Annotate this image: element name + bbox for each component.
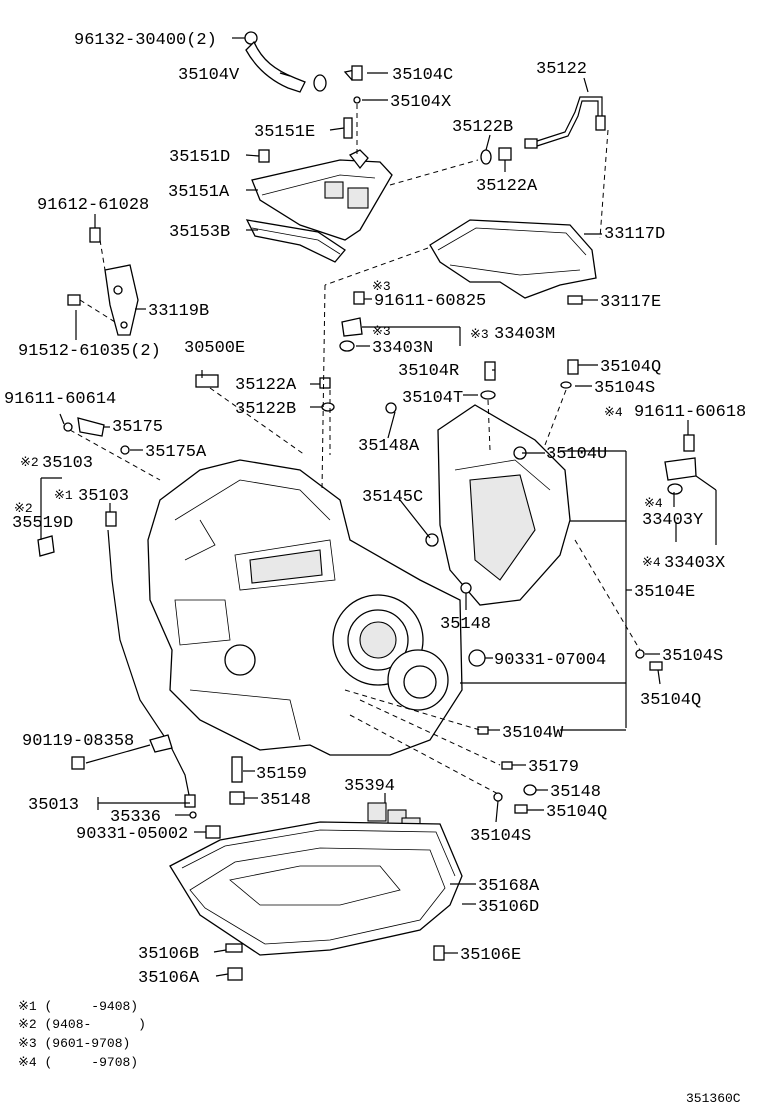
footnote-1: ※1 ( -9408) xyxy=(18,999,138,1014)
part-labels: 96132-30400(2) 35104V 35104C 35104X 3512… xyxy=(4,31,746,988)
mark-3b: ※3 xyxy=(372,324,391,339)
footnote-4: ※4 ( -9708) xyxy=(18,1055,138,1070)
footnotes: ※1 ( -9408) ※2 (9408- ) ※3 (9601-9708) ※… xyxy=(18,999,146,1070)
label-35106B: 35106B xyxy=(138,945,199,964)
label-35151A: 35151A xyxy=(168,183,230,202)
label-35104Q-mid: 35104Q xyxy=(640,691,701,710)
label-91611-60825: 91611-60825 xyxy=(374,292,486,311)
label-35104S-low: 35104S xyxy=(470,827,531,846)
label-35106E: 35106E xyxy=(460,946,521,965)
label-35153B: 35153B xyxy=(169,223,230,242)
label-35106A: 35106A xyxy=(138,969,200,988)
label-35122A-top: 35122A xyxy=(476,177,538,196)
label-35175: 35175 xyxy=(112,418,163,437)
parts-33403 xyxy=(339,317,697,495)
leader-lines xyxy=(40,37,717,977)
label-33117E: 33117E xyxy=(600,293,661,312)
mark-1a: ※1 xyxy=(54,488,73,503)
small-parts-right xyxy=(468,649,663,814)
label-35122B-mid: 35122B xyxy=(235,400,296,419)
label-35179: 35179 xyxy=(528,758,579,777)
mark-4b: ※4 xyxy=(644,496,663,511)
label-35151E: 35151E xyxy=(254,123,315,142)
label-35104W: 35104W xyxy=(502,724,564,743)
label-90331-07004: 90331-07004 xyxy=(494,651,606,670)
label-35103-a: 35103 xyxy=(42,454,93,473)
label-35175A: 35175A xyxy=(145,443,207,462)
label-35394: 35394 xyxy=(344,777,395,796)
label-35148-mid: 35148 xyxy=(440,615,491,634)
label-30500E: 30500E xyxy=(184,339,245,358)
label-35106D: 35106D xyxy=(478,898,539,917)
label-35104Q-low: 35104Q xyxy=(546,803,607,822)
label-35122: 35122 xyxy=(536,60,587,79)
label-90119: 90119-08358 xyxy=(22,732,134,751)
bracket-33119B xyxy=(67,227,139,336)
label-35104U: 35104U xyxy=(546,445,607,464)
label-35148-low: 35148 xyxy=(260,791,311,810)
housing-35104E xyxy=(385,402,571,606)
label-35013: 35013 xyxy=(28,796,79,815)
label-90331-05002: 90331-05002 xyxy=(76,825,188,844)
label-91611-60618: 91611-60618 xyxy=(634,403,746,422)
hose-35104V xyxy=(244,31,363,104)
label-35148-low2: 35148 xyxy=(550,783,601,802)
label-33403N: 33403N xyxy=(372,339,433,358)
label-35103-b: 35103 xyxy=(78,487,129,506)
label-35104V: 35104V xyxy=(178,66,240,85)
label-35151D: 35151D xyxy=(169,148,230,167)
oil-pan-35106D xyxy=(169,821,463,981)
mark-3a: ※3 xyxy=(372,279,391,294)
mark-2a: ※2 xyxy=(20,455,39,470)
label-35519D: 35519D xyxy=(12,514,73,533)
label-35122A-mid: 35122A xyxy=(235,376,297,395)
label-35336: 35336 xyxy=(110,808,161,827)
label-35168A: 35168A xyxy=(478,877,540,896)
label-35104S-top: 35104S xyxy=(594,379,655,398)
label-33119B: 33119B xyxy=(148,302,209,321)
cover-33117D xyxy=(353,219,597,305)
sensor-35175 xyxy=(63,374,335,455)
label-91611-60614: 91611-60614 xyxy=(4,390,116,409)
label-35104T: 35104T xyxy=(402,389,463,408)
label-96132: 96132-30400(2) xyxy=(74,31,217,50)
label-91612: 91612-61028 xyxy=(37,196,149,215)
label-33117D: 33117D xyxy=(604,225,665,244)
label-35148A: 35148A xyxy=(358,437,420,456)
label-35122B-top: 35122B xyxy=(452,118,513,137)
alignment-lines xyxy=(69,104,641,796)
label-33403M: 33403M xyxy=(494,325,555,344)
mark-4a: ※4 xyxy=(604,405,623,420)
valve-body-35151A xyxy=(245,117,393,263)
mark-2b: ※2 xyxy=(14,501,33,516)
mark-3c: ※3 xyxy=(470,327,489,342)
label-35145C: 35145C xyxy=(362,488,423,507)
label-33403X: 33403X xyxy=(664,554,725,573)
mark-4c: ※4 xyxy=(642,555,661,570)
footnote-3: ※3 (9601-9708) xyxy=(18,1036,130,1051)
label-35159: 35159 xyxy=(256,765,307,784)
footnote-2: ※2 (9408- ) xyxy=(18,1017,146,1032)
transaxle-case xyxy=(147,459,463,756)
label-35104X: 35104X xyxy=(390,93,451,112)
label-35104Q-top: 35104Q xyxy=(600,358,661,377)
label-91512: 91512-61035(2) xyxy=(18,342,161,361)
label-35104S-mid: 35104S xyxy=(662,647,723,666)
label-35104R: 35104R xyxy=(398,362,459,381)
figure-code: 351360C xyxy=(686,1091,741,1106)
label-33403Y: 33403Y xyxy=(642,511,703,530)
dipstick-35013 xyxy=(37,511,197,819)
label-35104C: 35104C xyxy=(392,66,453,85)
label-35104E: 35104E xyxy=(634,583,695,602)
